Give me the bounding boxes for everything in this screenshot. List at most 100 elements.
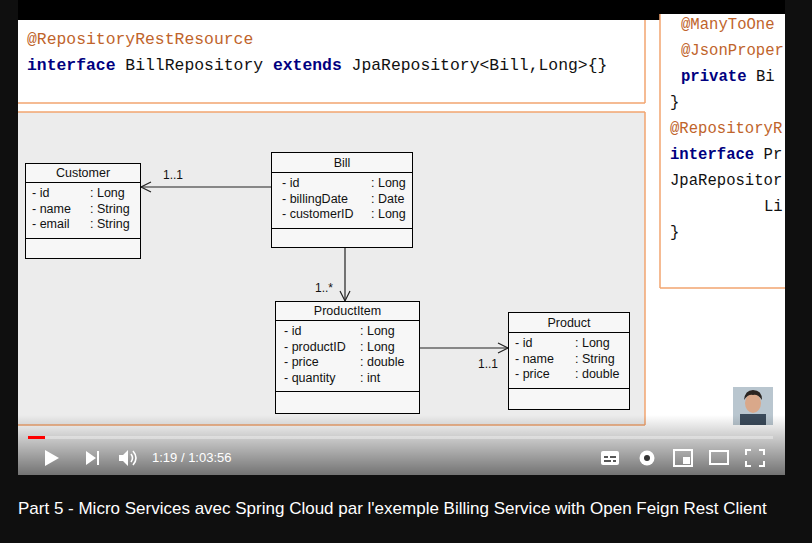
panel-border [660, 287, 785, 289]
multiplicity-label: 1..1 [163, 168, 183, 182]
attribute-name: - customerID [282, 207, 371, 223]
code-token: } [670, 223, 679, 243]
attribute-type: : String [575, 352, 623, 368]
association-connector [340, 248, 350, 302]
player-shade [18, 415, 785, 475]
attribute-name: - id [32, 186, 90, 202]
time-display: 1:19 / 1:03:56 [152, 448, 232, 468]
code-line: @RepositoryR [670, 119, 782, 139]
attribute-type: : double [575, 367, 623, 383]
uml-class-box: Product - id: Long- name: String- price: … [508, 312, 630, 410]
subtitles-icon [604, 457, 616, 461]
connector-line [141, 186, 271, 187]
multiplicity-label: 1..1 [478, 357, 498, 371]
top-bar [18, 0, 785, 14]
attribute-compartment: - id: Long- billingDate: Date- customerI… [272, 173, 412, 229]
code-line: } [670, 223, 679, 243]
attribute-type: : Long [360, 340, 408, 356]
attribute-name: - email [32, 217, 90, 233]
arrow-head [498, 343, 508, 353]
class-name-compartment: Customer [26, 164, 140, 183]
class-name: Bill [334, 156, 351, 170]
attribute-type: : Long [360, 324, 408, 340]
panel-border [659, 14, 661, 288]
code-token: Pr [764, 145, 783, 165]
play-icon [45, 450, 59, 466]
code-line: } [670, 93, 679, 113]
arrow-head [141, 182, 151, 192]
uml-class-box: ProductItem- id: Long- productID: Long- … [275, 301, 420, 414]
fullscreen-icon [746, 450, 764, 466]
attribute-type: : int [360, 371, 408, 387]
code-line: 1:19 / 1:03:56 [152, 448, 232, 469]
attribute-name: - id [515, 336, 575, 352]
attribute-type: : Long [575, 336, 623, 352]
operation-compartment [272, 229, 412, 247]
code-token: } [670, 93, 679, 113]
code-token: BillRepository [125, 56, 263, 76]
code-line: @JsonProper [681, 41, 784, 61]
video-ground [18, 0, 785, 475]
attribute-name: - quantity [284, 371, 360, 387]
attribute-name: - id [284, 324, 360, 340]
progress-played [28, 436, 45, 439]
operation-compartment [509, 389, 629, 409]
attribute-type: : Date [371, 192, 410, 208]
attribute-name: - billingDate [282, 192, 371, 208]
attribute-type: : double [360, 355, 408, 371]
attribute-type: : String [90, 202, 134, 218]
attribute-compartment: - id: Long- name: String- email: String [26, 183, 140, 239]
code-token: @JsonProper [681, 41, 784, 61]
class-name-compartment: Bill [272, 153, 412, 173]
connector-line [344, 248, 345, 302]
theater-icon [710, 451, 728, 464]
class-name-compartment: Product [509, 313, 629, 333]
settings-icon [640, 451, 655, 466]
code-token: @ManyToOne [681, 15, 775, 35]
attribute-compartment: - id: Long- productID: Long- price: doub… [276, 321, 419, 392]
uml-class-box: Customer- id: Long- name: String- email:… [25, 163, 141, 259]
panel-border [644, 20, 646, 103]
top-bar [18, 14, 660, 20]
attribute-type: : Long [371, 176, 410, 192]
attribute-type: : Long [90, 186, 134, 202]
attribute-name: - price [284, 355, 360, 371]
code-line: interface Pr [670, 145, 782, 165]
code-token: JpaRepositor [670, 171, 782, 191]
code-token: interface [670, 145, 754, 165]
code-line: Li [764, 197, 783, 217]
settings-icon [644, 455, 650, 461]
diagram-panel [18, 112, 645, 425]
volume-icon [131, 451, 136, 465]
progress-track [28, 436, 773, 439]
attribute-name: - price [515, 367, 575, 383]
video-title: Part 5 - Micro Services avec Spring Clou… [18, 497, 783, 520]
panel-border [644, 112, 646, 425]
code-line: @RepositoryRestResource [27, 30, 253, 50]
code-token: private [681, 67, 747, 87]
class-name-compartment: ProductItem [276, 302, 419, 321]
code-token: interface [27, 56, 116, 76]
operation-compartment [26, 239, 140, 258]
connector-line [420, 347, 508, 348]
next-icon [86, 451, 96, 465]
attribute-compartment: - id: Long- name: String- price: double [509, 333, 629, 389]
association-connector [420, 343, 508, 353]
code-line: @ManyToOne [681, 15, 775, 35]
multiplicity-label: 1..* [315, 281, 333, 295]
next-icon [97, 451, 99, 465]
class-name: Product [547, 316, 590, 330]
association-connector [141, 182, 271, 192]
code-line: JpaRepositor [670, 171, 782, 191]
panel-border [18, 111, 645, 113]
attribute-type: : Long [371, 207, 410, 223]
attribute-type: : String [90, 217, 134, 233]
miniplayer-icon [674, 450, 692, 466]
miniplayer-icon [683, 457, 690, 464]
attribute-name: - name [32, 202, 90, 218]
code-token: Bi [756, 67, 775, 87]
code-token: @RepositoryR [670, 119, 782, 139]
arrow-head [340, 291, 350, 301]
attribute-name: - name [515, 352, 575, 368]
